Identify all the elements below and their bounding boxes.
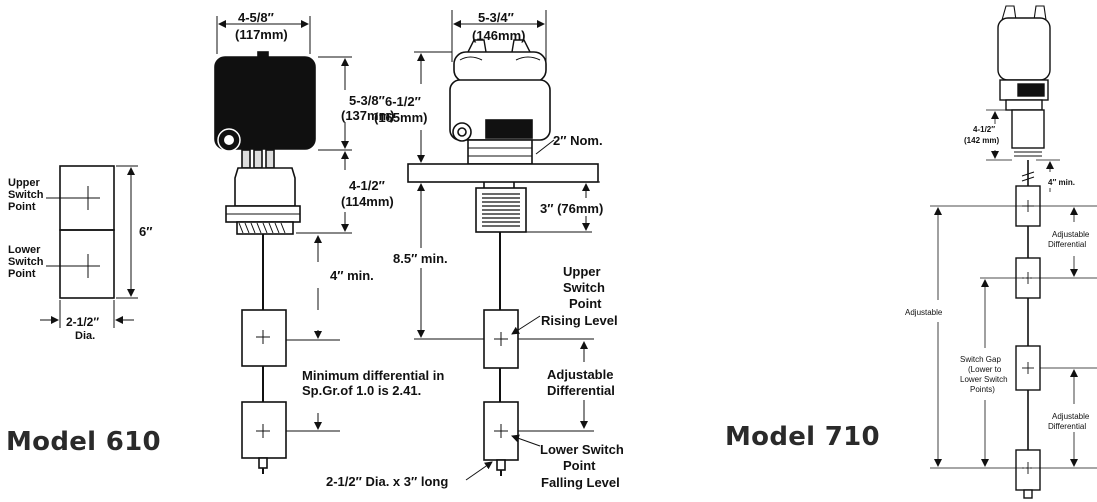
model-710-switch-gap-line-4: Points): [970, 385, 995, 394]
model-610-housing-height-mm: (137mm): [341, 108, 394, 123]
flanged-min-length: 8.5″ min.: [393, 251, 448, 266]
model-710-fitting-height: 4-1/2″ (142 mm): [964, 125, 999, 145]
float-height-dimension: 6″: [139, 224, 152, 239]
model-710-adjustable: Adjustable: [905, 308, 943, 317]
float-width-note: Dia.: [75, 330, 95, 342]
model-610-housing-width-in: 4-5/8″: [238, 10, 274, 25]
flanged-housing-height: 6-1/2″ (165mm): [374, 94, 427, 125]
model-610-min-spacing: 4″ min.: [330, 268, 374, 283]
model-610-differential-note-line-2: Sp.Gr.of 1.0 is 2.41.: [302, 383, 421, 398]
model-610-housing-width: 4-5/8″ (117mm): [235, 10, 288, 42]
flanged-upper-point-line-4: Rising Level: [541, 313, 618, 328]
float-upper-label: Upper Switch Point: [8, 177, 44, 213]
flanged-float-size: 2-1/2″ Dia. x 3″ long: [326, 474, 448, 489]
model-710-min-spacing: 4″ min.: [1048, 178, 1075, 187]
model-610-title: Model 610: [6, 427, 161, 457]
model-610-differential-note-line-1: Minimum differential in: [302, 368, 444, 383]
flanged-bellows-height: 3″ (76mm): [540, 201, 603, 216]
model-610-fitting-height: 4-1/2″ (114mm): [341, 178, 394, 209]
flanged-housing-width-mm: (146mm): [472, 28, 525, 43]
flanged-lower-point-line-3: Falling Level: [541, 475, 620, 490]
model-710-fitting-height-mm: (142 mm): [964, 136, 999, 145]
flanged-switch-drawing: [407, 10, 600, 481]
flanged-lower-point-line-1: Lower Switch: [540, 442, 624, 457]
flanged-housing-height-mm: (165mm): [374, 110, 427, 125]
float-upper-label-line-3: Point: [8, 201, 36, 213]
float-lower-label: Lower Switch Point: [8, 244, 44, 280]
model-710-adj-diff-top-line-1: Adjustable: [1052, 230, 1090, 239]
model-710-switch-gap-line-1: Switch Gap: [960, 355, 1001, 364]
model-610-float-sketch: [40, 165, 138, 328]
flanged-nominal-size: 2″ Nom.: [553, 133, 603, 148]
float-width-dimension: 2-1/2″: [66, 315, 99, 329]
model-710-title: Model 710: [725, 422, 880, 452]
model-710-adj-diff-bottom: Adjustable Differential: [1048, 412, 1090, 431]
flanged-lower-point-line-2: Point: [563, 458, 596, 473]
flanged-adjustable-differential: Adjustable Differential: [547, 367, 615, 398]
model-610-differential-note: Minimum differential in Sp.Gr.of 1.0 is …: [302, 368, 444, 398]
flanged-adjustable-line-1: Adjustable: [547, 367, 613, 382]
model-710-switch-gap: Switch Gap (Lower to Lower Switch Points…: [960, 355, 1008, 394]
model-710-fitting-height-in: 4-1/2″: [973, 125, 995, 134]
flanged-lower-point: Lower Switch Point Falling Level: [540, 442, 624, 490]
flanged-housing-height-in: 6-1/2″: [385, 94, 421, 109]
float-upper-label-line-2: Switch: [8, 189, 44, 201]
model-610-fitting-height-mm: (114mm): [341, 194, 394, 209]
model-710-drawing: [930, 5, 1097, 499]
model-610-housing-height-in: 5-3/8″: [349, 93, 385, 108]
flanged-upper-point-line-3: Point: [569, 296, 602, 311]
model-610-housing-width-mm: (117mm): [235, 27, 288, 42]
model-710-switch-gap-line-2: (Lower to: [968, 365, 1002, 374]
model-710-adj-diff-bottom-line-2: Differential: [1048, 422, 1086, 431]
float-lower-label-line-2: Switch: [8, 256, 44, 268]
model-710-adj-diff-top: Adjustable Differential: [1048, 230, 1090, 249]
model-610-fitting-height-in: 4-1/2″: [349, 178, 385, 193]
flanged-upper-point-line-2: Switch: [563, 280, 605, 295]
flanged-housing-width-in: 5-3/4″: [478, 10, 514, 25]
flanged-adjustable-line-2: Differential: [547, 383, 615, 398]
float-lower-label-line-3: Point: [8, 268, 36, 280]
float-upper-label-line-1: Upper: [8, 177, 41, 189]
model-610-switch-drawing: [214, 16, 352, 474]
model-710-adj-diff-bottom-line-1: Adjustable: [1052, 412, 1090, 421]
flanged-upper-point-line-1: Upper: [563, 264, 601, 279]
model-710-adj-diff-top-line-2: Differential: [1048, 240, 1086, 249]
model-710-switch-gap-line-3: Lower Switch: [960, 375, 1008, 384]
float-lower-label-line-1: Lower: [8, 244, 41, 256]
model-610-housing-height: 5-3/8″ (137mm): [341, 93, 394, 123]
flanged-housing-width: 5-3/4″ (146mm): [472, 10, 525, 43]
flanged-upper-point: Upper Switch Point Rising Level: [541, 264, 618, 328]
